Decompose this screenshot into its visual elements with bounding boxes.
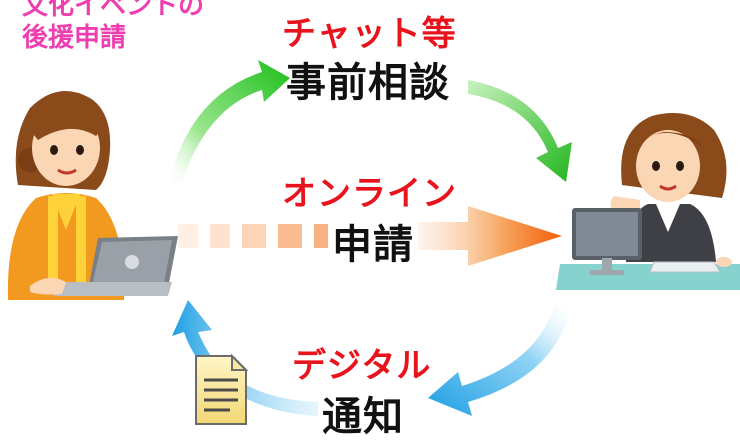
caption-line-2: 後援申請 bbox=[22, 23, 127, 53]
orange-arrow bbox=[178, 206, 562, 266]
green-arrow-left bbox=[168, 60, 290, 188]
step-3-method: デジタル bbox=[292, 346, 432, 386]
caption: 文化イベントの 後援申請 bbox=[22, 0, 204, 54]
green-arrow-right bbox=[468, 80, 572, 182]
caption-line-1: 文化イベントの bbox=[22, 0, 205, 21]
applicant-illustration bbox=[7, 90, 125, 300]
laptop-icon bbox=[30, 236, 178, 296]
step-1-method: チャット等 bbox=[282, 14, 457, 54]
document-icon bbox=[195, 353, 249, 425]
monitor-icon bbox=[556, 208, 740, 290]
diagram-graphics bbox=[7, 60, 740, 425]
step-2-method: オンライン bbox=[282, 174, 457, 214]
blue-arrow-right bbox=[428, 300, 572, 416]
staff-illustration bbox=[610, 113, 727, 262]
blue-arrow-left bbox=[172, 300, 318, 416]
step-2-action: 申請 bbox=[332, 222, 414, 268]
step-3-action: 通知 bbox=[322, 394, 404, 440]
step-1-action: 事前相談 bbox=[286, 60, 450, 106]
